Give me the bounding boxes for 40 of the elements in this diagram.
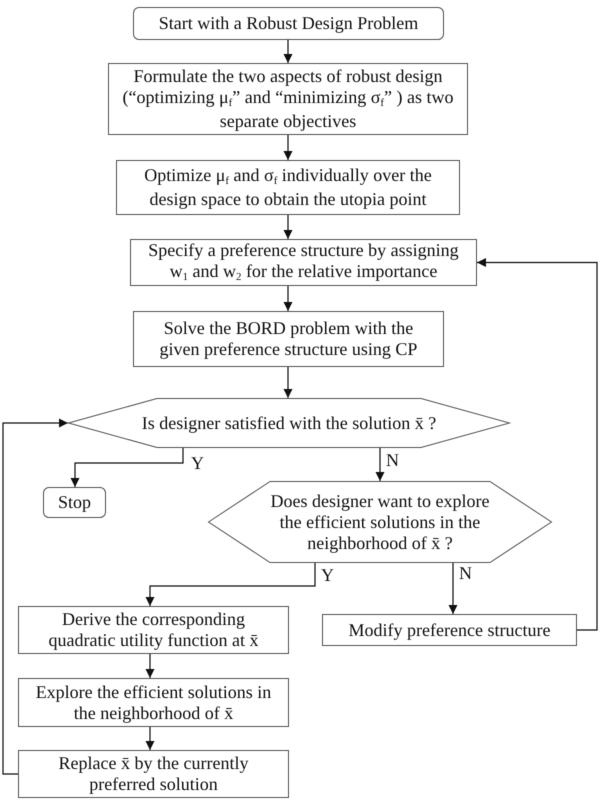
process-box — [108, 63, 468, 135]
step-text: Explore the efficient solutions in the neighborhood of x̄ — [36, 682, 272, 724]
step-text: Replace x̄ by the currently preferred solution — [58, 753, 250, 795]
flow-arrow — [284, 215, 292, 239]
step-text: Derive the corresponding quadratic utility function at x̄ — [48, 609, 260, 651]
step-text: Is designer satisfied with the solution x̄ ? — [140, 412, 438, 434]
process-box — [18, 606, 289, 654]
process-box — [116, 160, 460, 215]
step-text: Start with a Robust Design Problem — [158, 13, 420, 34]
flow-arrow — [376, 448, 384, 481]
decision-hexagon — [68, 398, 510, 448]
process-box — [18, 750, 289, 798]
edge-label: Y — [321, 565, 334, 585]
flow-arrow — [284, 40, 292, 63]
process-box — [18, 678, 289, 727]
edge-label: N — [459, 563, 472, 583]
step-text: Formulate the two aspects of robust design (“optimizing μ$_{f}$” and “minimizing σ$_{f}$” ) as two separate objectives — [121, 66, 454, 132]
flow-arrow — [477, 258, 598, 631]
flow-arrow — [70, 448, 184, 487]
flow-arrow — [284, 286, 292, 311]
step-text: Specify a preference structure by assigning w$_{1}$ and w$_{2}$ for the relative importance — [147, 240, 460, 285]
edge-label: N — [386, 450, 399, 470]
step-text: Stop — [56, 492, 92, 513]
process-box — [133, 311, 444, 367]
flow-arrow — [284, 367, 292, 398]
flow-arrow — [284, 135, 292, 160]
decision-hexagon — [208, 481, 552, 563]
edge-label: Y — [191, 453, 204, 473]
step-text: Does designer want to explore the efficient solutions in the neighborhood of x̄ ? — [270, 490, 490, 554]
step-text: Optimize μ$_{f}$ and σ$_{f}$ individually over the design space to obtain the utopia point — [143, 165, 433, 210]
terminal-box — [43, 487, 106, 518]
flow-arrow — [2, 418, 68, 775]
terminal-box — [133, 7, 444, 40]
flow-arrow — [146, 727, 154, 750]
flow-arrow — [448, 563, 458, 614]
step-text: Modify preference structure — [348, 620, 552, 640]
step-text: Solve the BORD problem with the given preference structure using CP — [158, 318, 418, 360]
flow-arrow — [146, 563, 316, 606]
flow-arrow — [146, 654, 154, 678]
process-box — [322, 614, 577, 646]
